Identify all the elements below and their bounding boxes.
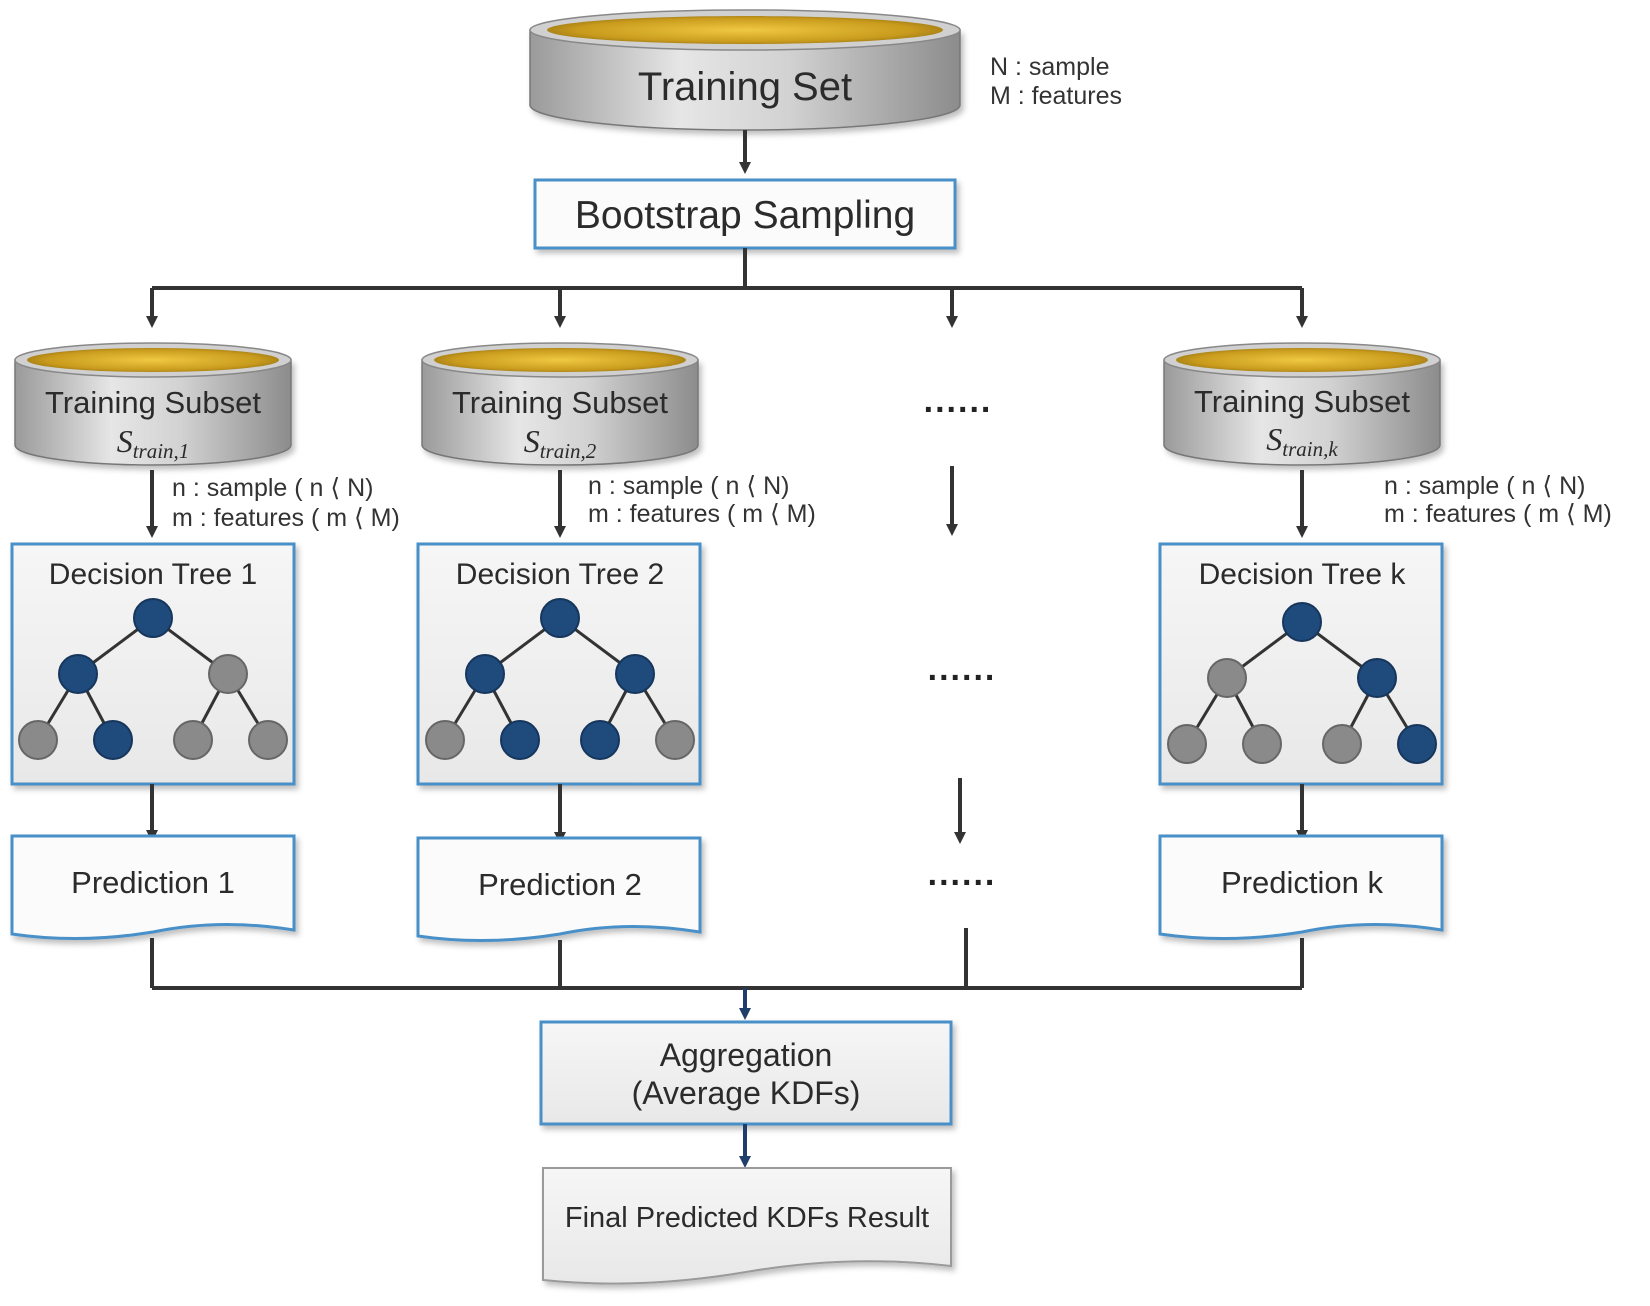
subset-1-note-sample: n : sample ( n ⟨ N): [172, 474, 373, 502]
decision-tree-1-label: Decision Tree 1: [49, 558, 257, 591]
subset-2-note-features: m : features ( m ⟨ M): [588, 500, 816, 528]
prediction-2-box: Prediction 2: [416, 836, 702, 943]
tree-node-root: [540, 598, 580, 638]
tree-node-right-right: [248, 720, 288, 760]
training-set-label: Training Set: [638, 65, 852, 109]
aggregation-sublabel: (Average KDFs): [632, 1075, 861, 1111]
training-subset-2-label: Training Subset: [452, 385, 668, 420]
ellipsis-subset: ......: [924, 382, 993, 420]
prediction-1-label: Prediction 1: [71, 865, 235, 900]
tree-node-right-right: [655, 720, 695, 760]
training-subset-k-label: Training Subset: [1194, 384, 1410, 419]
column-1: Training Subset Strain,1 n : sample ( n …: [10, 342, 400, 941]
column-2: Training Subset Strain,2 n : sample ( n …: [416, 342, 816, 943]
ellipsis-tree: ......: [928, 650, 997, 688]
final-result-label: Final Predicted KDFs Result: [565, 1202, 929, 1234]
bootstrap-sampling-label: Bootstrap Sampling: [575, 194, 915, 237]
training-subset-2-symbol: Strain,2: [524, 423, 597, 463]
merge-connector: [150, 928, 1304, 990]
tree-node-left-right: [1242, 724, 1282, 764]
subset-k-note-features: m : features ( m ⟨ M): [1384, 500, 1612, 528]
prediction-k-box: Prediction k: [1158, 834, 1444, 941]
tree-node-left: [465, 654, 505, 694]
tree-node-right-left: [1322, 724, 1362, 764]
prediction-2-label: Prediction 2: [478, 867, 642, 902]
decision-tree-k-graph: [1167, 602, 1437, 764]
ellipsis-column: ...... ...... ......: [924, 382, 997, 893]
tree-node-right-left: [580, 720, 620, 760]
tree-node-right-left: [173, 720, 213, 760]
tree-node-left-right: [500, 720, 540, 760]
training-subset-1-cylinder: Training Subset Strain,1: [14, 342, 292, 466]
tree-node-left-right: [93, 720, 133, 760]
column-k: Training Subset Strain,k n : sample ( n …: [1158, 342, 1612, 941]
tree-node-root: [133, 598, 173, 638]
decision-tree-2-label: Decision Tree 2: [456, 558, 664, 591]
training-subset-k-symbol: Strain,k: [1266, 421, 1338, 461]
tree-node-left-left: [1167, 724, 1207, 764]
tree-node-right: [208, 654, 248, 694]
bootstrap-sampling-box: Bootstrap Sampling: [533, 178, 957, 250]
tree-node-left: [1207, 658, 1247, 698]
decision-tree-2-box: Decision Tree 2: [416, 542, 702, 786]
training-subset-2-cylinder: Training Subset Strain,2: [421, 342, 699, 466]
training-subset-k-cylinder: Training Subset Strain,k: [1163, 342, 1441, 466]
training-subset-1-symbol: Strain,1: [117, 423, 190, 463]
tree-node-left-left: [425, 720, 465, 760]
subset-k-note-sample: n : sample ( n ⟨ N): [1384, 472, 1585, 500]
aggregation-label: Aggregation: [660, 1037, 833, 1073]
tree-node-left: [58, 654, 98, 694]
ellipsis-prediction: ......: [928, 855, 997, 893]
decision-tree-k-box: Decision Tree k: [1158, 542, 1444, 786]
training-subset-1-label: Training Subset: [45, 385, 261, 420]
tree-node-right-right: [1397, 724, 1437, 764]
tree-node-right: [615, 654, 655, 694]
aggregation-box: Aggregation (Average KDFs): [539, 1020, 953, 1126]
tree-node-right: [1357, 658, 1397, 698]
tree-node-left-left: [18, 720, 58, 760]
decision-tree-1-box: Decision Tree 1: [10, 542, 296, 786]
prediction-k-label: Prediction k: [1221, 865, 1383, 900]
decision-tree-1-graph: [18, 598, 288, 760]
prediction-1-box: Prediction 1: [10, 834, 296, 941]
decision-tree-k-label: Decision Tree k: [1199, 558, 1407, 591]
split-connector: [146, 248, 1308, 328]
subset-2-note-sample: n : sample ( n ⟨ N): [588, 472, 789, 500]
training-set-cylinder: Training Set: [529, 9, 961, 131]
training-set-note-features: M : features: [990, 82, 1122, 110]
subset-1-note-features: m : features ( m ⟨ M): [172, 504, 400, 532]
final-result-box: Final Predicted KDFs Result: [542, 1167, 952, 1285]
training-set-note-sample: N : sample: [990, 53, 1109, 81]
tree-node-root: [1282, 602, 1322, 642]
decision-tree-2-graph: [425, 598, 695, 760]
